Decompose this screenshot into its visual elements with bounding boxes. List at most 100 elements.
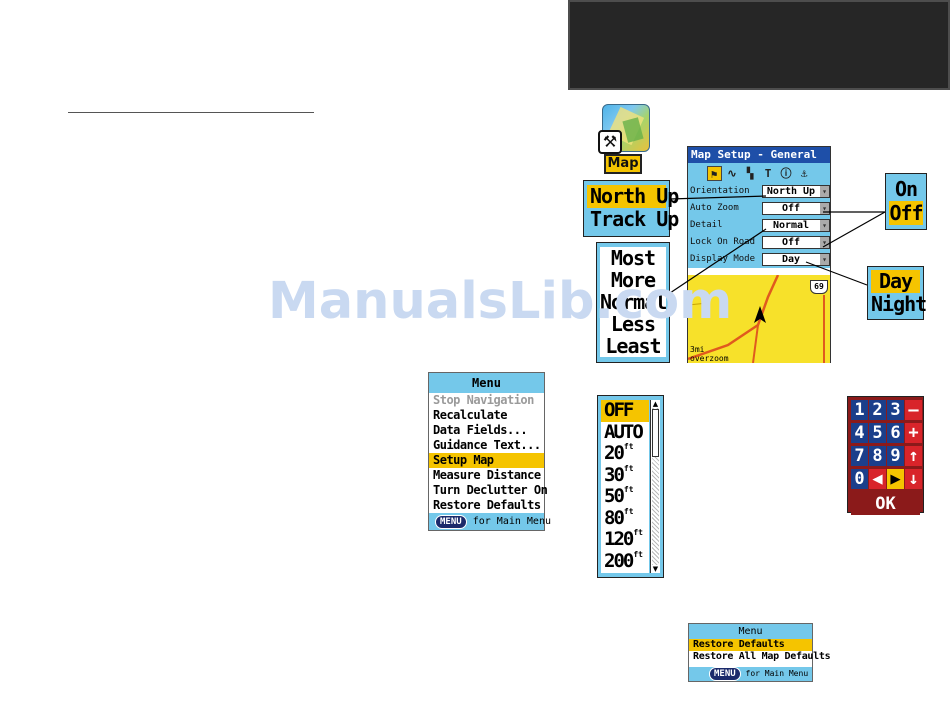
key-left-arrow-icon[interactable]: ◀ xyxy=(869,469,886,489)
restore-defaults-menu: Menu Restore Defaults Restore All Map De… xyxy=(688,623,831,682)
information-tab-icon[interactable]: ⓘ xyxy=(780,166,792,180)
zoom-unit: ft xyxy=(623,485,634,494)
orientation-options: North Up Track Up xyxy=(583,180,679,237)
zoom-scrollbar[interactable]: ▲ ▼ xyxy=(650,400,660,573)
map-app-icon: ⚒ Map xyxy=(598,104,652,176)
key-down-arrow-icon[interactable]: ↓ xyxy=(905,469,922,489)
callout-lock-on-road xyxy=(822,211,886,248)
key-8[interactable]: 8 xyxy=(869,446,886,466)
menu-item-turn-declutter-on[interactable]: Turn Declutter On xyxy=(433,483,548,497)
option-track-up[interactable]: Track Up xyxy=(590,207,679,231)
display-mode-dropdown[interactable]: Day xyxy=(762,253,830,266)
zoom-options: OFF AUTO 20ft 30ft 50ft 80ft 120ft 200ft xyxy=(601,400,649,573)
key-1[interactable]: 1 xyxy=(851,400,868,420)
key-minus[interactable]: – xyxy=(905,400,922,420)
menu-footer-text: for Main Menu xyxy=(472,516,551,527)
zoom-option-auto[interactable]: AUTO xyxy=(601,420,649,444)
option-day[interactable]: Day xyxy=(871,270,920,293)
key-6[interactable]: 6 xyxy=(887,423,904,443)
lock-on-road-dropdown[interactable]: Off xyxy=(762,236,830,249)
zoom-option-120ft[interactable]: 120ft xyxy=(601,529,649,551)
menu-key-icon: MENU xyxy=(709,667,741,681)
detail-dropdown[interactable]: Normal xyxy=(762,219,830,232)
menu-key-icon: MENU xyxy=(435,515,467,529)
option-normal[interactable]: Normal xyxy=(600,290,667,314)
points-tab-icon[interactable]: ▚ xyxy=(746,166,754,180)
menu-item-restore-defaults[interactable]: Restore Defaults xyxy=(433,498,541,512)
option-off[interactable]: Off xyxy=(889,201,924,225)
menu-item-guidance-text[interactable]: Guidance Text... xyxy=(433,438,541,452)
watermark: ManualsLib.com xyxy=(268,272,733,331)
position-arrow-icon xyxy=(754,306,766,323)
zoom-option-20ft[interactable]: 20ft xyxy=(601,443,649,465)
map-scale: 3mi xyxy=(690,345,705,354)
menu-item-stop-navigation[interactable]: Stop Navigation xyxy=(433,393,534,407)
setting-label: Lock On Road xyxy=(690,237,756,247)
menu-footer: MENU for Main Menu xyxy=(429,513,551,530)
scroll-down-icon[interactable]: ▼ xyxy=(652,565,659,573)
zoom-value: AUTO xyxy=(604,420,644,443)
zoom-value: OFF xyxy=(604,399,634,421)
menu-item-data-fields[interactable]: Data Fields... xyxy=(433,423,528,437)
zoom-unit: ft xyxy=(633,549,643,559)
menu-item-measure-distance[interactable]: Measure Distance xyxy=(433,468,541,482)
zoom-option-off[interactable]: OFF xyxy=(601,400,649,422)
highway-shield-icon: 69 xyxy=(810,280,828,294)
zoom-option-50ft[interactable]: 50ft xyxy=(601,486,649,508)
key-3[interactable]: 3 xyxy=(887,400,904,420)
zoom-value: 20 xyxy=(604,442,625,464)
key-up-arrow-icon[interactable]: ↑ xyxy=(905,446,922,466)
setting-row-lock-on-road: Lock On Road Off xyxy=(688,234,830,251)
numeric-keypad: 1 2 3 – 4 5 6 + 7 8 9 ↑ 0 ◀ ▶ ↓ OK xyxy=(847,396,924,515)
detail-options: Most More Normal Less Least xyxy=(596,242,670,363)
marine-tab-icon[interactable]: ⚓ xyxy=(800,166,808,180)
map-roads xyxy=(688,275,825,363)
scroll-thumb[interactable] xyxy=(652,409,659,457)
key-2[interactable]: 2 xyxy=(869,400,886,420)
display-mode-options: Day Night xyxy=(867,266,927,320)
general-tab-icon[interactable]: ⚑ xyxy=(706,165,722,181)
setting-label: Detail xyxy=(690,220,723,230)
tracks-tab-icon[interactable]: ∿ xyxy=(727,166,737,180)
zoom-unit: ft xyxy=(623,506,634,516)
option-north-up[interactable]: North Up xyxy=(587,185,679,208)
menu-item-restore-all-map-defaults[interactable]: Restore All Map Defaults xyxy=(693,651,831,662)
setting-row-orientation: Orientation North Up xyxy=(688,183,830,200)
menu-item-recalculate[interactable]: Recalculate xyxy=(433,408,507,422)
option-least[interactable]: Least xyxy=(600,335,666,357)
text-tab-icon[interactable]: T xyxy=(764,166,772,180)
option-night[interactable]: Night xyxy=(871,292,927,316)
menu-item-setup-map[interactable]: Setup Map xyxy=(429,453,544,468)
zoom-unit: ft xyxy=(633,528,643,537)
menu-item-restore-defaults[interactable]: Restore Defaults xyxy=(689,639,812,651)
wrench-icon: ⚒ xyxy=(598,130,622,154)
option-on[interactable]: On xyxy=(894,177,918,201)
scroll-up-icon[interactable]: ▲ xyxy=(652,400,659,408)
key-9[interactable]: 9 xyxy=(887,446,904,466)
zoom-value: 200 xyxy=(604,549,634,572)
menu-title: Menu xyxy=(689,624,812,639)
ok-button[interactable]: OK xyxy=(851,493,920,515)
orientation-dropdown[interactable]: North Up xyxy=(762,185,830,198)
key-4[interactable]: 4 xyxy=(851,423,868,443)
scroll-track[interactable] xyxy=(652,408,659,565)
keypad-grid: 1 2 3 – 4 5 6 + 7 8 9 ↑ 0 ◀ ▶ ↓ xyxy=(851,400,922,489)
zoom-option-200ft[interactable]: 200ft xyxy=(601,549,649,573)
zoom-value: 50 xyxy=(604,485,625,507)
zoom-unit: ft xyxy=(623,463,634,473)
key-right-arrow-icon[interactable]: ▶ xyxy=(887,469,904,489)
zoom-unit: ft xyxy=(623,442,634,451)
zoom-option-30ft[interactable]: 30ft xyxy=(601,463,649,487)
zoom-value: 80 xyxy=(604,506,625,529)
zoom-value: 120 xyxy=(604,528,634,550)
setup-title: Map Setup - General xyxy=(688,147,830,163)
key-plus[interactable]: + xyxy=(905,423,922,443)
key-0[interactable]: 0 xyxy=(851,469,868,489)
option-less[interactable]: Less xyxy=(600,313,666,335)
key-7[interactable]: 7 xyxy=(851,446,868,466)
auto-zoom-dropdown[interactable]: Off xyxy=(762,202,830,215)
option-most[interactable]: Most xyxy=(600,247,666,269)
option-more[interactable]: More xyxy=(600,269,666,291)
zoom-option-80ft[interactable]: 80ft xyxy=(601,506,649,530)
key-5[interactable]: 5 xyxy=(869,423,886,443)
